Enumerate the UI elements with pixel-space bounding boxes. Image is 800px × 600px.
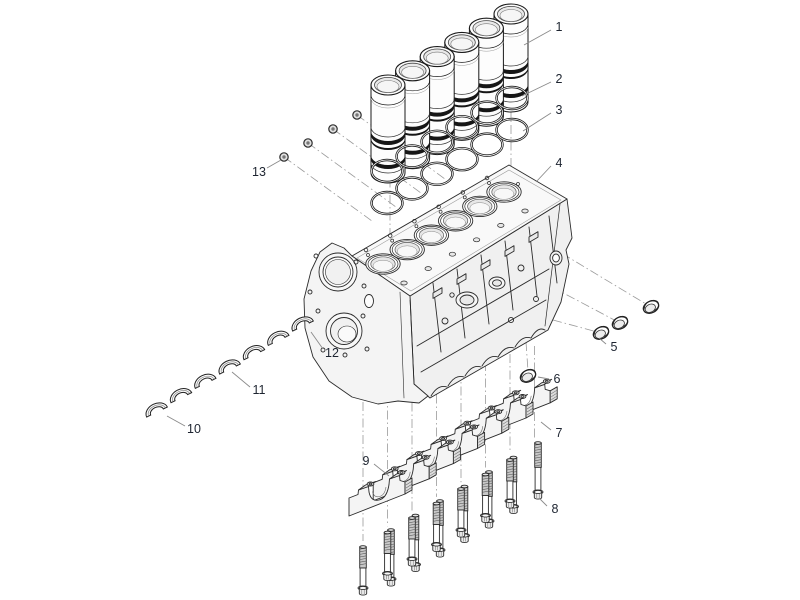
seal-ring-lower (395, 176, 429, 201)
callouts-group: 1 2 3 4 5 6 7 8 9 10 11 12 13 (166, 20, 618, 516)
threaded-plug (279, 152, 289, 162)
seal-ring-lower (470, 132, 504, 157)
cylinder-bore (437, 209, 474, 232)
bearing-shell (145, 402, 169, 418)
bearing-shell (242, 345, 266, 361)
callout-leader-5 (598, 337, 607, 345)
seal-ring-lower (445, 146, 479, 172)
bearing-bolt (504, 458, 516, 509)
cup-plug-side (592, 325, 610, 340)
cylinder-bore (462, 195, 498, 218)
bearing-bolt (532, 441, 544, 500)
callout-label-7: 7 (556, 426, 563, 440)
callout-leader-8 (538, 497, 548, 507)
bearing-shell (169, 388, 193, 404)
callout-label-13: 13 (252, 165, 266, 179)
threaded-plug (352, 110, 362, 120)
bearing-shell (194, 373, 217, 390)
callout-leader-3 (522, 112, 552, 132)
seal-rings-group (370, 85, 529, 216)
threaded-plug (303, 138, 313, 148)
callout-label-1: 1 (556, 20, 563, 34)
seal-ring-upper (495, 85, 529, 111)
callout-leader-11 (231, 371, 251, 388)
bearing-bolt (455, 487, 467, 538)
seal-ring-upper (470, 100, 504, 125)
callout-label-10: 10 (187, 422, 201, 436)
seal-ring-lower (370, 190, 404, 216)
bearing-shell (267, 330, 290, 347)
plugs-group (279, 110, 660, 383)
callout-label-6: 6 (554, 372, 561, 386)
cup-plug-side (611, 315, 629, 330)
bearing-bolt (406, 516, 418, 567)
seal-ring-upper (445, 114, 479, 140)
callout-leader-6 (537, 376, 550, 380)
callout-leader-13 (266, 159, 282, 169)
callout-label-11: 11 (253, 383, 266, 397)
cylinder-block (303, 164, 573, 405)
bearing-bolt (480, 472, 491, 524)
callout-label-5: 5 (611, 340, 618, 354)
seal-ring-upper (420, 129, 454, 155)
cylinder-bore (389, 238, 425, 261)
cup-plug-side (642, 299, 660, 314)
callout-leader-7 (540, 421, 552, 431)
cylinder-bore (365, 253, 401, 275)
callout-label-8: 8 (552, 502, 559, 516)
cylinder-bore (413, 224, 450, 246)
bearing-cap (348, 470, 413, 517)
callout-label-12: 12 (325, 346, 339, 360)
bearing-bolt (431, 501, 442, 553)
seal-ring-lower (495, 117, 529, 143)
callout-label-2: 2 (556, 72, 563, 86)
bearing-bolt (357, 545, 369, 596)
callout-leader-12 (310, 331, 324, 350)
cylinder-liners-group (370, 3, 529, 184)
callout-label-9: 9 (363, 454, 370, 468)
callout-leader-2 (521, 81, 552, 97)
callout-label-4: 4 (556, 156, 563, 170)
cylinder-liner (370, 74, 406, 184)
cylinder-bore (486, 181, 522, 203)
threaded-plug (328, 124, 338, 134)
bearing-bolt (382, 530, 393, 582)
seal-ring-lower (420, 161, 454, 187)
callout-label-3: 3 (556, 103, 563, 117)
bearing-caps-group (348, 378, 558, 517)
callout-leader-1 (523, 29, 552, 46)
bearing-shell (218, 359, 241, 375)
callout-leader-4 (535, 165, 552, 183)
bearing-bolts-group (357, 441, 544, 596)
seal-ring-upper (370, 158, 404, 184)
thrust-washer (291, 316, 314, 332)
bearing-shells-group (145, 316, 314, 418)
seal-ring-upper (395, 144, 429, 169)
cup-plug-bottom (519, 368, 537, 383)
callout-leader-9 (373, 463, 390, 477)
callout-leader-10 (166, 415, 186, 427)
deck-bores (363, 175, 529, 286)
